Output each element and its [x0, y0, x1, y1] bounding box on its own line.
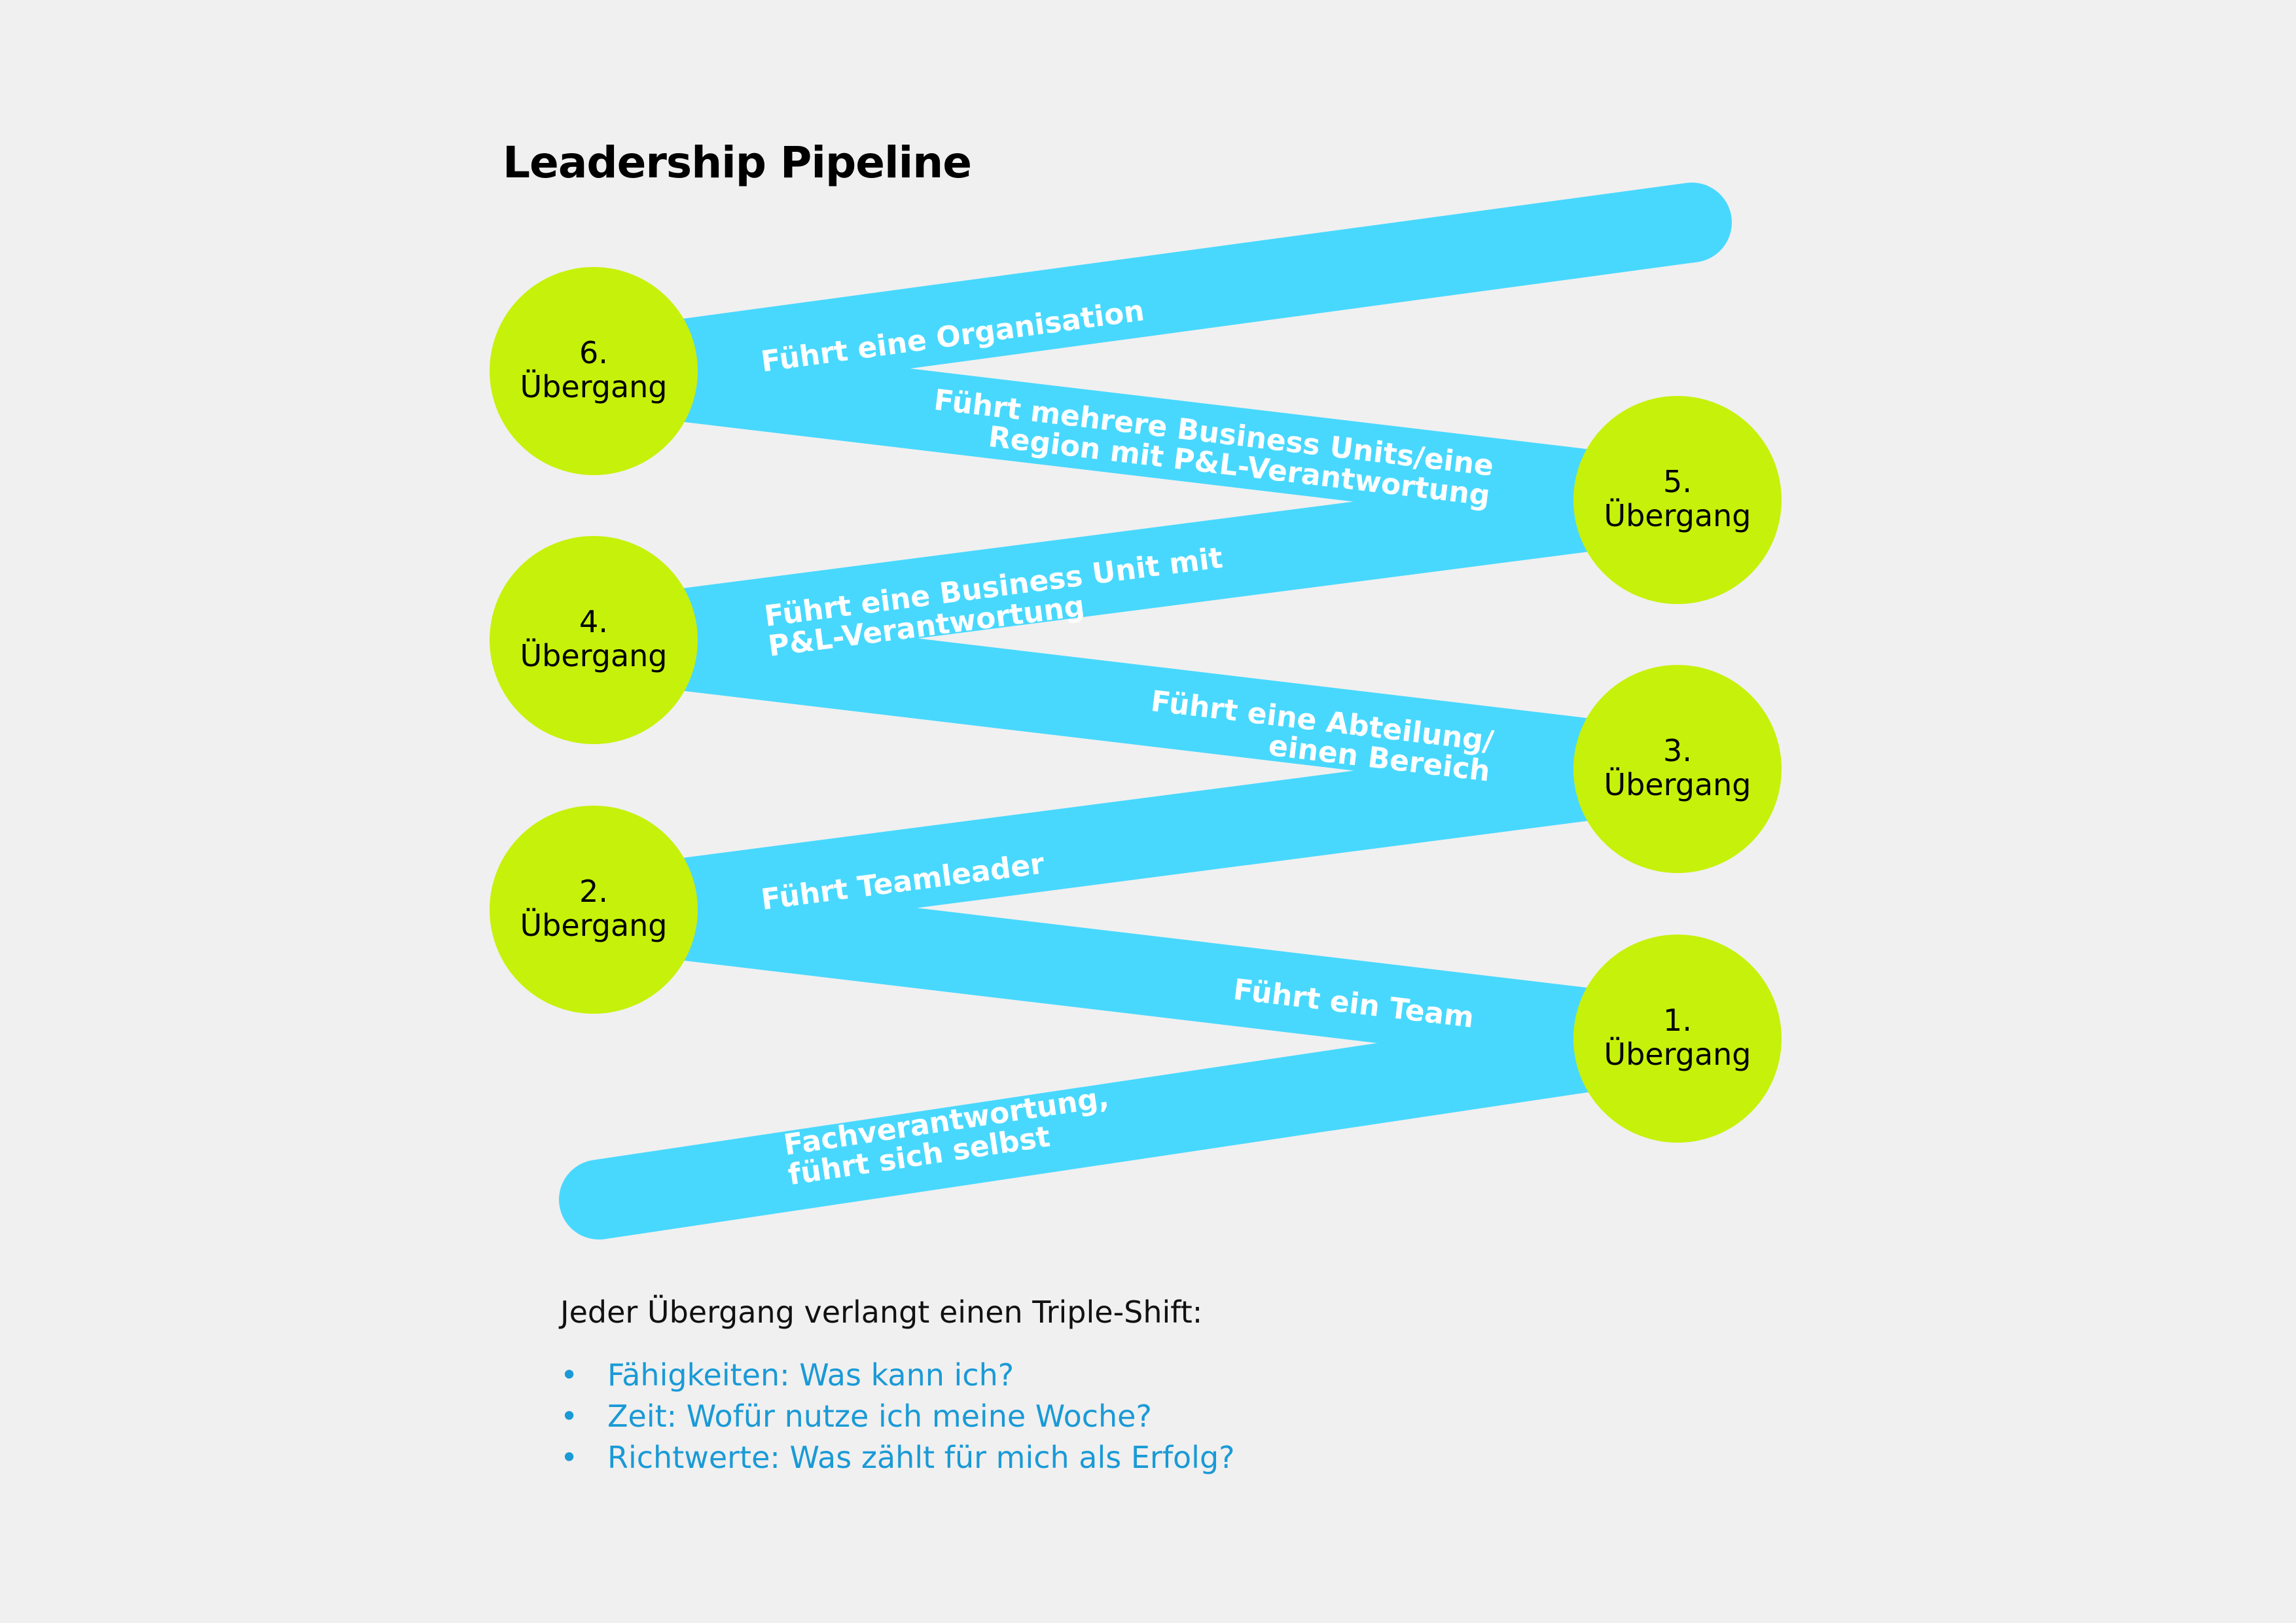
stage-label: Führt mehrere Business Units/eineRegion …: [929, 383, 1496, 513]
pipeline-band-segment: [554, 331, 1717, 540]
transition-node: 1.Übergang: [1573, 935, 1782, 1143]
transition-node: 4.Übergang: [490, 536, 698, 744]
transition-node-circle: [1573, 396, 1782, 604]
transition-node-circle: [1573, 665, 1782, 873]
transition-node-number: 3.: [1663, 733, 1692, 768]
triple-shift-item: • Richtwerte: Was zählt für mich als Erfo…: [560, 1437, 1235, 1478]
transition-node-label: Übergang: [1604, 767, 1751, 802]
transition-node-number: 6.: [579, 335, 608, 370]
transition-node: 2.Übergang: [490, 806, 698, 1014]
transition-node-circle: [1573, 935, 1782, 1143]
pipeline-band-segment: [554, 729, 1717, 950]
transition-node-circle: [490, 267, 698, 475]
transition-node-label: Übergang: [520, 369, 667, 404]
transition-node-label: Übergang: [1604, 498, 1751, 533]
triple-shift-list: • Fähigkeiten: Was kann ich? • Zeit: Wofür…: [560, 1355, 1235, 1478]
triple-shift-item: • Fähigkeiten: Was kann ich?: [560, 1355, 1235, 1396]
transition-node: 3.Übergang: [1573, 665, 1782, 873]
page-title: Leadership Pipeline: [503, 137, 972, 188]
transition-node: 5.Übergang: [1573, 396, 1782, 604]
triple-shift-item: • Zeit: Wofür nutze ich meine Woche?: [560, 1396, 1235, 1437]
transition-node: 6.Übergang: [490, 267, 698, 475]
transition-node-label: Übergang: [520, 638, 667, 673]
pipeline-nodes: 1.Übergang2.Übergang3.Übergang4.Übergang…: [490, 267, 1782, 1143]
transition-node-circle: [490, 806, 698, 1014]
triple-shift-item-text: Fähigkeiten: Was kann ich?: [607, 1357, 1014, 1393]
transition-node-number: 2.: [579, 874, 608, 909]
transition-node-label: Übergang: [1604, 1037, 1751, 1072]
pipeline-band-segment: [554, 870, 1717, 1079]
transition-node-number: 1.: [1663, 1003, 1692, 1038]
bullet-icon: •: [560, 1440, 579, 1475]
triple-shift-intro: Jeder Übergang verlangt einen Triple-Shi…: [560, 1294, 1203, 1330]
transition-node-label: Übergang: [520, 908, 667, 943]
transition-node-circle: [490, 536, 698, 744]
transition-node-number: 5.: [1663, 464, 1692, 499]
transition-node-number: 4.: [579, 604, 608, 639]
pipeline-band-segment: [554, 183, 1732, 411]
bullet-icon: •: [560, 1357, 579, 1393]
bullet-icon: •: [560, 1399, 579, 1434]
triple-shift-item-text: Richtwerte: Was zählt für mich als Erfol…: [607, 1440, 1235, 1475]
pipeline-band-segment: [554, 460, 1717, 680]
pipeline-bands: [554, 183, 1732, 1240]
triple-shift-item-text: Zeit: Wofür nutze ich meine Woche?: [607, 1399, 1152, 1434]
pipeline-band-segment: [559, 999, 1717, 1240]
pipeline-band-segment: [554, 600, 1717, 809]
